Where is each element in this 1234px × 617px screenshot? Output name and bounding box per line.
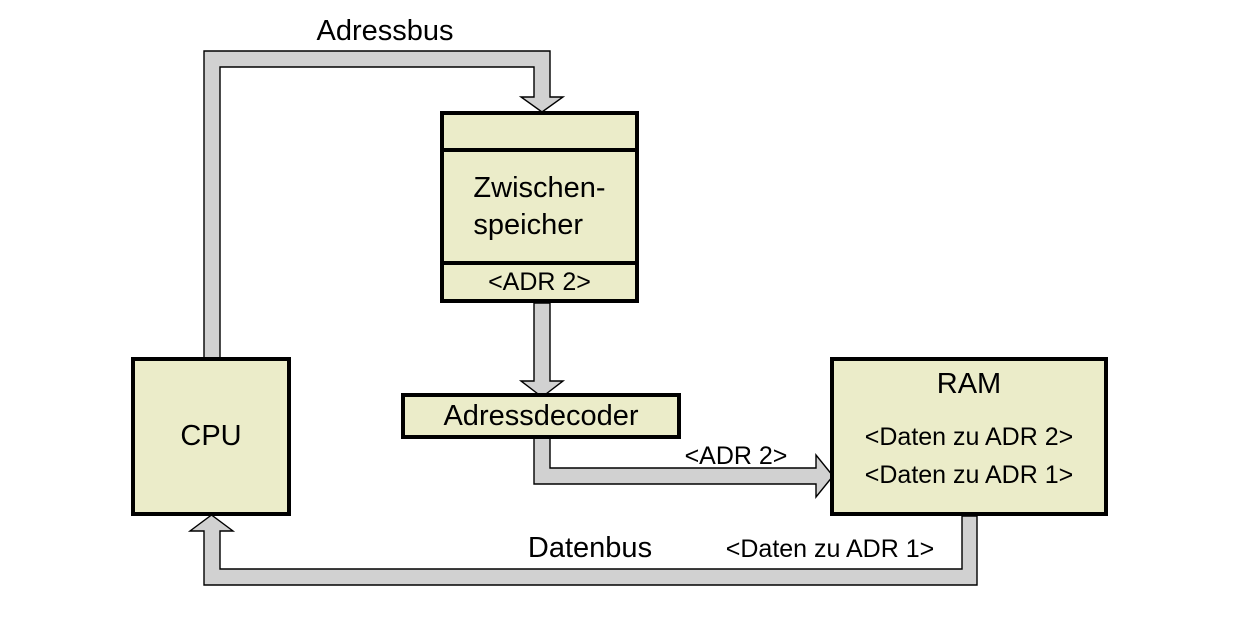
zwischenspeicher-box: Zwischen- speicher <ADR 2> (440, 111, 639, 303)
buffer-title: Zwischen- speicher (473, 170, 605, 244)
buffer-title-line2: speicher (473, 208, 584, 241)
buffer-title-section: Zwischen- speicher (444, 152, 635, 261)
buffer-register-value: <ADR 2> (488, 267, 591, 296)
adressdecoder-label: Adressdecoder (443, 399, 639, 432)
cpu-label: CPU (180, 420, 242, 452)
ram-box: RAM <Daten zu ADR 2> <Daten zu ADR 1> (830, 357, 1108, 516)
buffer-to-decoder-arrow (518, 302, 566, 398)
buffer-divider-bottom (444, 261, 635, 265)
buffer-empty-slot (444, 115, 635, 148)
buffer-divider-top (444, 148, 635, 152)
datenbus-label: Datenbus (527, 532, 653, 564)
cpu-box: CPU (131, 357, 291, 516)
ram-row-adr1: <Daten zu ADR 1> (864, 461, 1074, 489)
buffer-register-section: <ADR 2> (444, 265, 635, 299)
adressdecoder-box: Adressdecoder (401, 393, 681, 439)
ram-title: RAM (936, 368, 1002, 400)
ram-row-adr2: <Daten zu ADR 2> (864, 423, 1074, 451)
adressbus-arrow (203, 50, 566, 360)
datenbus-arrow (187, 514, 978, 586)
buffer-title-line1: Zwischen- (473, 171, 606, 204)
datenbus-value-label: <Daten zu ADR 1> (725, 535, 935, 563)
decoder-to-ram-value-label: <ADR 2> (684, 442, 788, 470)
adressbus-label: Adressbus (316, 15, 454, 47)
decoder-to-ram-arrow (533, 437, 834, 499)
